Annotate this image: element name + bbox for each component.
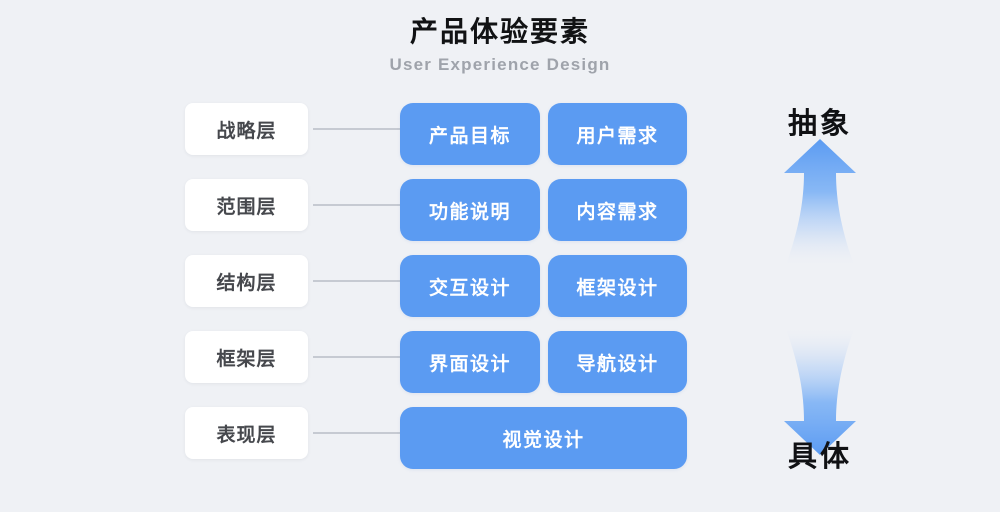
axis-label-abstract: 抽象	[787, 108, 852, 140]
layer-chip-strategy[interactable]: 战略层	[185, 103, 308, 155]
element-card[interactable]: 功能说明	[400, 179, 540, 241]
diagram-row: 战略层 产品目标 用户需求	[0, 103, 1000, 165]
element-card-label: 用户需求	[576, 125, 659, 147]
layer-chip-label: 战略层	[216, 120, 277, 142]
layer-chip-skeleton[interactable]: 框架层	[185, 331, 308, 383]
layer-chip-scope[interactable]: 范围层	[185, 179, 308, 231]
element-card-label: 框架设计	[576, 277, 659, 299]
element-card[interactable]: 框架设计	[548, 255, 687, 317]
element-card-label: 内容需求	[576, 201, 659, 223]
element-card-label: 导航设计	[576, 353, 659, 375]
connector-line	[313, 128, 400, 130]
arrow-up-icon	[784, 139, 856, 265]
page-subtitle: User Experience Design	[389, 55, 611, 74]
page-title: 产品体验要素	[409, 16, 590, 47]
element-card-label: 界面设计	[428, 353, 511, 375]
element-card-label: 视觉设计	[502, 429, 585, 451]
element-card[interactable]: 产品目标	[400, 103, 540, 165]
layer-chip-label: 范围层	[216, 196, 277, 218]
element-card-label: 产品目标	[428, 125, 511, 147]
layer-chip-surface[interactable]: 表现层	[185, 407, 308, 459]
axis-label-concrete: 具体	[787, 441, 852, 473]
diagram-row: 表现层 视觉设计	[0, 407, 1000, 469]
layer-chip-label: 框架层	[216, 348, 277, 370]
element-card-label: 功能说明	[428, 201, 511, 223]
element-card[interactable]: 界面设计	[400, 331, 540, 393]
layer-chip-structure[interactable]: 结构层	[185, 255, 308, 307]
element-card-label: 交互设计	[428, 277, 511, 299]
connector-line	[313, 356, 400, 358]
header: 产品体验要素 User Experience Design	[0, 14, 1000, 76]
arrow-down-icon	[784, 329, 856, 455]
connector-line	[313, 432, 400, 434]
element-card[interactable]: 用户需求	[548, 103, 687, 165]
diagram-row: 框架层 界面设计 导航设计	[0, 331, 1000, 393]
element-card[interactable]: 交互设计	[400, 255, 540, 317]
element-card[interactable]: 内容需求	[548, 179, 687, 241]
element-card[interactable]: 视觉设计	[400, 407, 687, 469]
layer-chip-label: 结构层	[216, 272, 277, 294]
abstraction-axis: 抽象 具体	[730, 95, 910, 485]
connector-line	[313, 204, 400, 206]
diagram-row: 结构层 交互设计 框架设计	[0, 255, 1000, 317]
element-card[interactable]: 导航设计	[548, 331, 687, 393]
diagram-row: 范围层 功能说明 内容需求	[0, 179, 1000, 241]
layer-chip-label: 表现层	[216, 424, 277, 446]
layers-diagram: 战略层 产品目标 用户需求 范围层 功能说明 内容需求	[0, 103, 1000, 483]
connector-line	[313, 280, 400, 282]
